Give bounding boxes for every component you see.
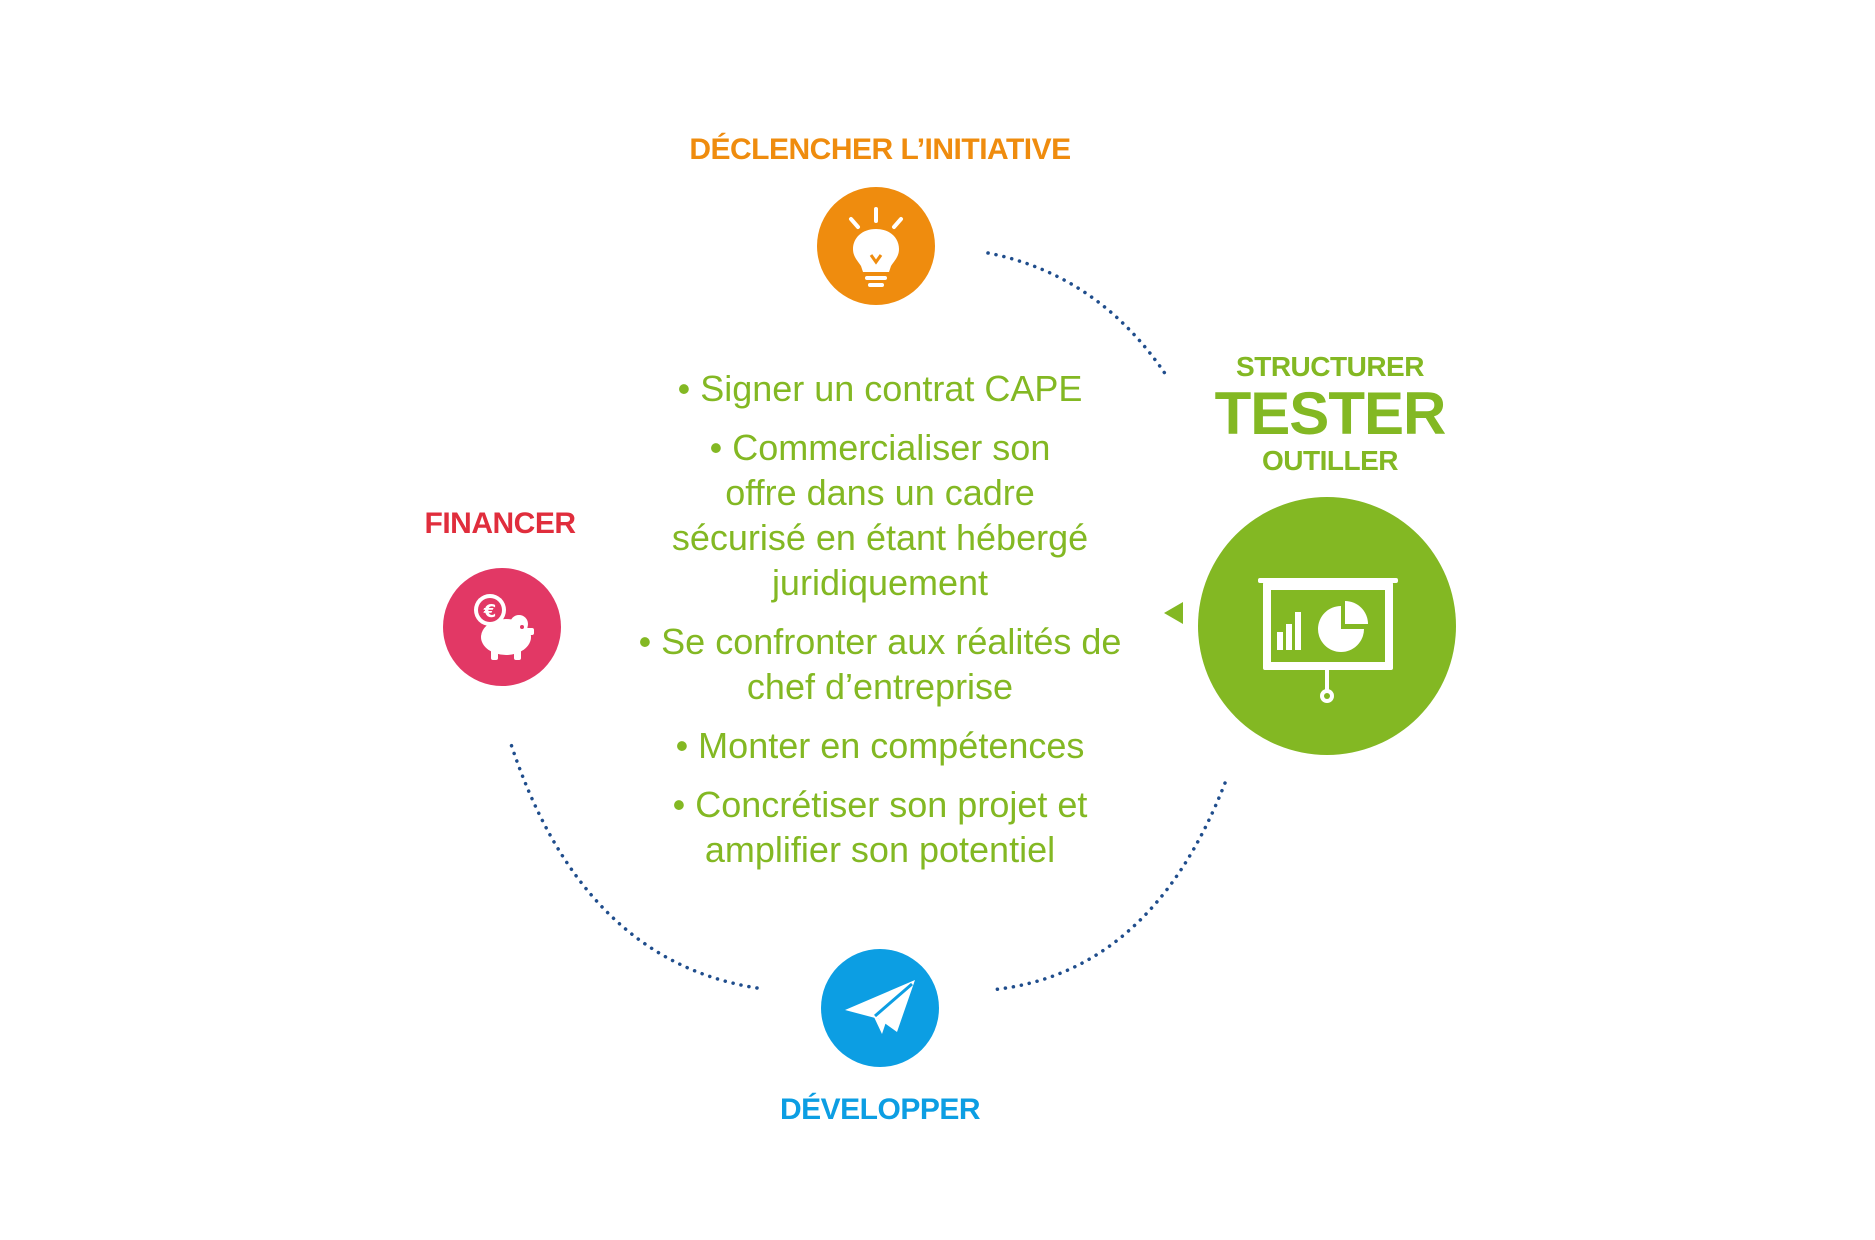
financer-circle: € <box>443 568 561 686</box>
dotted-arc-top-right <box>986 251 1170 380</box>
dotted-arc-bottom-left <box>507 736 759 990</box>
piggy-bank-euro-icon: € <box>474 594 534 660</box>
lightbulb-icon <box>849 207 903 287</box>
arrowhead-icon <box>1164 602 1183 624</box>
bullet-item: • Concrétiser son projet et amplifier so… <box>672 784 1088 870</box>
stage-label-structurer: STRUCTURER <box>1236 351 1424 382</box>
dotted-arc-bottom-right <box>988 781 1227 992</box>
svg-text:€: € <box>483 601 497 622</box>
stage-label-developper: DÉVELOPPER <box>779 1093 981 1126</box>
bullet-item: • Signer un contrat CAPE <box>677 368 1083 409</box>
bullet-item: • Monter en compétences <box>675 725 1085 766</box>
bullet-item: • Se confronter aux réalités de chef d’e… <box>638 621 1122 707</box>
declencher-circle <box>817 187 935 305</box>
bullet-item: • Commercialiser son offre dans un cadre… <box>671 427 1089 603</box>
presentation-chart-icon <box>1258 578 1398 703</box>
bullet-list: • Signer un contrat CAPE • Commercialise… <box>590 366 1170 886</box>
structurer-circle <box>1198 497 1456 755</box>
stage-label-declencher: DÉCLENCHER L’INITIATIVE <box>689 133 1071 166</box>
stage-label-outiller: OUTILLER <box>1262 445 1399 476</box>
stage-label-tester: TESTER <box>1214 380 1447 447</box>
developper-circle <box>821 949 939 1067</box>
paper-plane-icon <box>845 980 915 1034</box>
stage-label-financer: FINANCER <box>424 507 577 540</box>
stage-label-structurer-group: STRUCTURER TESTER OUTILLER <box>1170 350 1490 478</box>
